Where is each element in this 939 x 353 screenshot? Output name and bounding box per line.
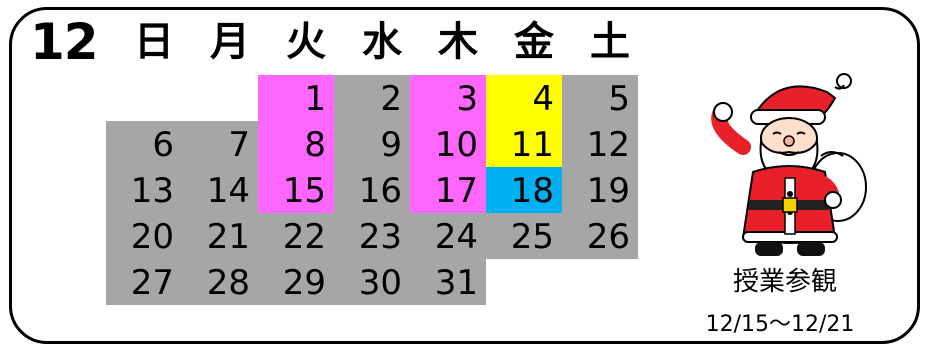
day-cell: 24 bbox=[410, 213, 486, 259]
day-cell: 30 bbox=[334, 259, 410, 305]
weekday-label: 土 bbox=[590, 19, 630, 65]
day-cell: 10 bbox=[410, 121, 486, 167]
event-period: 12/15～12/21 bbox=[705, 312, 855, 337]
day-cell: 7 bbox=[182, 121, 258, 167]
weekday-label: 金 bbox=[514, 19, 554, 65]
weekday-label: 月 bbox=[210, 19, 250, 65]
weekday-label: 日 bbox=[134, 19, 174, 65]
day-cell: 23 bbox=[334, 213, 410, 259]
day-cell: 16 bbox=[334, 167, 410, 213]
santa-claus-icon bbox=[703, 72, 873, 262]
day-cell: 12 bbox=[562, 121, 638, 167]
day-cell: 26 bbox=[562, 213, 638, 259]
month-number: 12 bbox=[30, 13, 99, 71]
day-cell: 9 bbox=[334, 121, 410, 167]
weekday-label: 火 bbox=[286, 19, 326, 65]
day-cell: 1 bbox=[258, 75, 334, 121]
day-cell: 28 bbox=[182, 259, 258, 305]
day-cell: 27 bbox=[106, 259, 182, 305]
day-cell: 29 bbox=[258, 259, 334, 305]
day-cell: 19 bbox=[562, 167, 638, 213]
weekday-label: 木 bbox=[438, 19, 478, 65]
day-cell: 8 bbox=[258, 121, 334, 167]
day-cell: 22 bbox=[258, 213, 334, 259]
day-cell: 13 bbox=[106, 167, 182, 213]
day-cell: 2 bbox=[334, 75, 410, 121]
day-cell: 31 bbox=[410, 259, 486, 305]
day-cell: 5 bbox=[562, 75, 638, 121]
day-cell: 25 bbox=[486, 213, 562, 259]
day-cell: 17 bbox=[410, 167, 486, 213]
day-cell: 15 bbox=[258, 167, 334, 213]
day-cell: 11 bbox=[486, 121, 562, 167]
day-cell: 14 bbox=[182, 167, 258, 213]
day-cell: 4 bbox=[486, 75, 562, 121]
weekday-label: 水 bbox=[362, 19, 402, 65]
day-cell: 3 bbox=[410, 75, 486, 121]
day-cell: 21 bbox=[182, 213, 258, 259]
day-cell: 20 bbox=[106, 213, 182, 259]
day-cell: 6 bbox=[106, 121, 182, 167]
day-cell: 18 bbox=[486, 167, 562, 213]
event-caption: 授業参観 bbox=[732, 267, 837, 297]
